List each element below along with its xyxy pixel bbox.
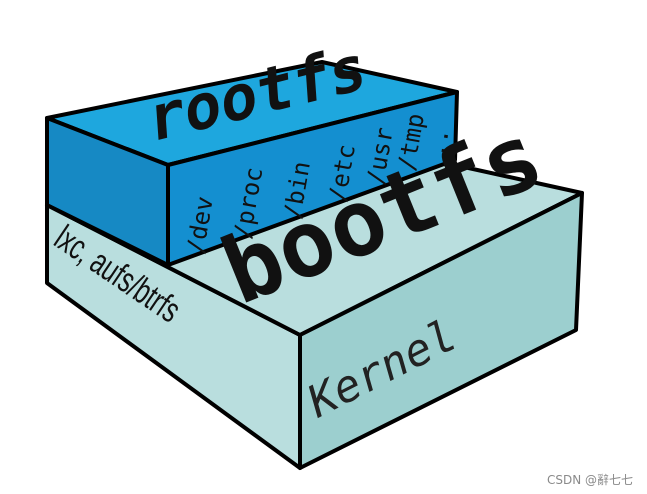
rootfs-front-face <box>166 90 459 267</box>
rootfs-dir-more: .. <box>422 126 455 159</box>
watermark: CSDN @辭七七 <box>546 473 633 487</box>
rootfs-block <box>45 60 459 267</box>
bootfs-right-face <box>298 191 584 470</box>
